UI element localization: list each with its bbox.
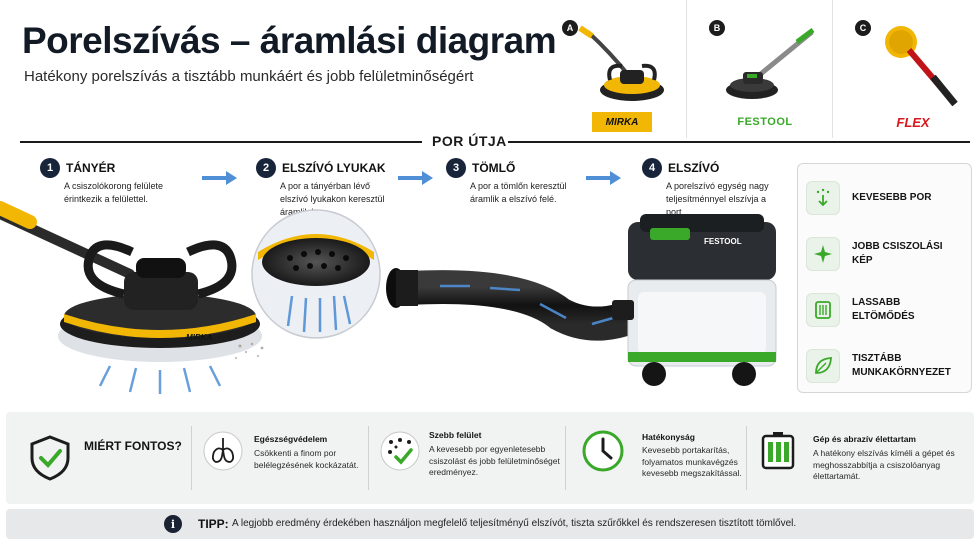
mirka-sander-image [578, 25, 664, 101]
why-item-text: A kevesebb por egyenletesebb csiszolást … [429, 444, 560, 477]
divider-line [508, 141, 970, 143]
divider [191, 426, 192, 490]
tip-label: TIPP: [198, 517, 229, 531]
benefits-panel: KEVESEBB POR JOBB CSISZOLÁSI KÉP LASSABB… [797, 163, 972, 393]
leaf-icon [806, 348, 840, 383]
dust-down-icon [806, 180, 840, 215]
brand-letter-badge: B [709, 20, 725, 36]
why-important-band: MIÉRT FONTOS? Egészségvédelem Csökkenti … [6, 412, 974, 504]
tip-bar: i TIPP: A legjobb eredmény érdekében has… [6, 509, 974, 539]
step-number: 4 [642, 158, 662, 178]
benefit-item: LASSABB ELTÖMŐDÉS [806, 286, 964, 333]
page-subtitle: Hatékony porelszívás a tisztább munkáért… [24, 68, 474, 85]
info-icon: i [164, 515, 182, 533]
step-number: 2 [256, 158, 276, 178]
benefit-item: KEVESEBB POR [806, 174, 964, 221]
lungs-icon [203, 431, 243, 471]
divider [368, 426, 369, 490]
sander-head: MIRKA [58, 240, 262, 362]
benefit-label: TISZTÁBB MUNKAKÖRNYEZET [852, 352, 951, 378]
step-number: 1 [40, 158, 60, 178]
vacuum-unit: FESTOOL [612, 214, 777, 386]
vacuum-brand-label: FESTOOL [704, 237, 742, 246]
divider-line [20, 141, 422, 143]
why-item-heading: Egészségvédelem [254, 434, 328, 444]
arrow-right-icon [398, 171, 433, 185]
why-item-heading: Hatékonyság [642, 432, 695, 442]
filter-icon [806, 292, 840, 327]
step-title: ELSZÍVÓ LYUKAK [282, 161, 386, 175]
flex-sander-image [885, 26, 958, 107]
sander-brand-label: MIRKA [186, 333, 212, 342]
step-title: ELSZÍVÓ [668, 161, 720, 175]
benefit-item: TISZTÁBB MUNKAKÖRNYEZET [806, 342, 964, 389]
brand-panel-b: B FESTOOL [686, 0, 832, 138]
step-number: 3 [446, 158, 466, 178]
step-title: TÁNYÉR [66, 161, 116, 175]
brand-panel-a: A MIRKA [540, 0, 686, 138]
page-title: Porelszívás – áramlási diagram [22, 20, 557, 61]
why-title: MIÉRT FONTOS? [84, 439, 182, 453]
step-description: A porelszívó egység nagy teljesítménnyel… [666, 181, 769, 217]
step-description: A por a tömlőn keresztül áramlik a elszí… [470, 181, 567, 204]
step-description: A csiszolókorong felülete érintkezik a f… [64, 181, 164, 204]
brand-panel-c: C FLEX [832, 0, 978, 138]
sander-arm [0, 201, 135, 279]
mirka-logo: MIRKA [592, 112, 652, 132]
flex-logo: FLEX [896, 114, 930, 130]
section-title: POR ÚTJA [432, 133, 507, 149]
dust-flow-illustration: MIRKA [0, 201, 777, 394]
why-item-heading: Szebb felület [429, 430, 482, 440]
why-item: Hatékonyság Kevesebb portakarítás, folya… [566, 412, 746, 504]
benefit-label: KEVESEBB POR [852, 191, 932, 203]
battery-icon [761, 432, 795, 470]
sparkle-icon [806, 236, 840, 271]
brand-letter-badge: A [562, 20, 578, 36]
why-item-text: A hatékony elszívás kíméli a gépet és me… [813, 448, 955, 481]
arrow-right-icon [586, 171, 621, 185]
why-item-heading: Gép és abrazív élettartam [813, 434, 916, 444]
benefit-label: LASSABB ELTÖMŐDÉS [852, 296, 915, 322]
festool-sander-image [726, 28, 815, 99]
divider [565, 426, 566, 490]
step-title: TÖMLŐ [472, 161, 516, 175]
why-intro: MIÉRT FONTOS? [6, 412, 191, 504]
why-item-text: Kevesebb portakarítás, folyamatos munkav… [642, 445, 742, 478]
why-item: Szebb felület A kevesebb por egyenletese… [369, 412, 565, 504]
check-dots-icon [380, 431, 420, 471]
extraction-hose [386, 268, 667, 341]
why-item: Egészségvédelem Csökkenti a finom por be… [192, 412, 368, 504]
shield-check-icon [30, 435, 70, 481]
dust-particles [235, 342, 264, 359]
airflow-arrows [98, 365, 222, 394]
benefit-item: JOBB CSISZOLÁSI KÉP [806, 230, 964, 277]
extraction-holes-closeup [251, 209, 381, 339]
clock-icon [582, 430, 624, 472]
tip-text: A legjobb eredmény érdekében használjon … [232, 518, 797, 529]
why-item: Gép és abrazív élettartam A hatékony els… [747, 412, 974, 504]
festool-logo: FESTOOL [737, 116, 793, 128]
why-item-text: Csökkenti a finom por belélegzésének koc… [254, 448, 359, 470]
benefit-label: JOBB CSISZOLÁSI KÉP [852, 240, 943, 266]
divider [746, 426, 747, 490]
brand-letter-badge: C [855, 20, 871, 36]
brand-panels: A MIRKA B FESTOOL C FLEX [540, 0, 980, 138]
arrow-right-icon [202, 171, 237, 185]
